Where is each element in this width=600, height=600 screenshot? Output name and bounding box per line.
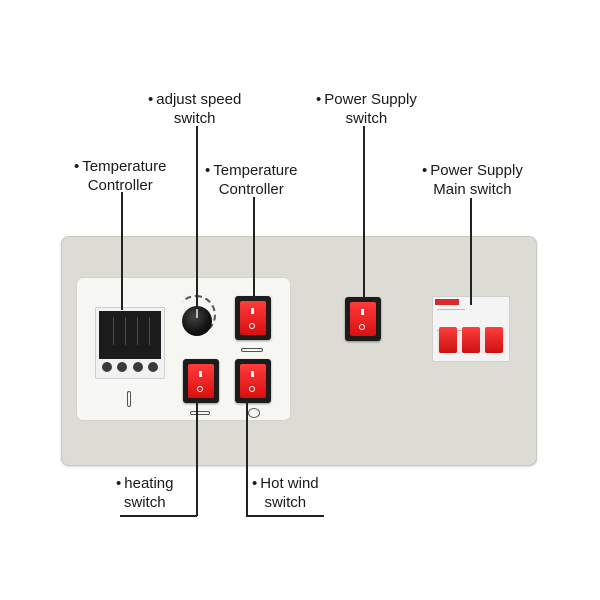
temperature-controller[interactable] xyxy=(95,307,165,379)
bullet: • xyxy=(74,158,80,175)
leader-line xyxy=(196,401,198,516)
bullet: • xyxy=(422,162,428,179)
leader-line xyxy=(470,198,472,305)
bullet: • xyxy=(252,475,258,492)
label-adjust-speed: •adjust speed switch xyxy=(148,91,242,127)
label-hot-wind-switch: •Hot wind switch xyxy=(252,475,319,511)
breaker-handle[interactable] xyxy=(439,327,457,353)
label-temperature-controller-left: •Temperature Controller xyxy=(74,158,167,194)
label-power-supply: •Power Supply switch xyxy=(316,91,417,127)
hot-wind-switch[interactable] xyxy=(235,359,271,403)
leader-line xyxy=(121,192,123,310)
breaker-logo xyxy=(435,299,459,305)
leader-line xyxy=(246,515,324,517)
heating-switch[interactable] xyxy=(183,359,219,403)
leader-line xyxy=(196,126,198,309)
thermometer-icon xyxy=(127,391,131,407)
leader-line xyxy=(120,515,197,517)
breaker-handle[interactable] xyxy=(485,327,503,353)
power-supply-switch[interactable] xyxy=(345,297,381,341)
fan-icon xyxy=(248,408,260,418)
leader-line xyxy=(246,401,248,516)
heater-icon xyxy=(190,411,210,415)
bullet: • xyxy=(148,91,154,108)
leader-line xyxy=(253,197,255,299)
main-breaker[interactable] xyxy=(432,296,510,362)
leader-line xyxy=(363,126,365,299)
bullet: • xyxy=(205,162,211,179)
label-temperature-controller-mid: •Temperature Controller xyxy=(205,162,298,198)
controller-display xyxy=(99,311,161,359)
bullet: • xyxy=(116,475,122,492)
speed-icon xyxy=(241,348,263,352)
temperature-controller-switch[interactable] xyxy=(235,296,271,340)
breaker-handle[interactable] xyxy=(462,327,480,353)
knob-icon[interactable] xyxy=(182,306,212,336)
label-heating-switch: •heating switch xyxy=(116,475,174,511)
controller-buttons[interactable] xyxy=(102,362,158,372)
label-main-switch: •Power Supply Main switch xyxy=(422,162,523,198)
bullet: • xyxy=(316,91,322,108)
